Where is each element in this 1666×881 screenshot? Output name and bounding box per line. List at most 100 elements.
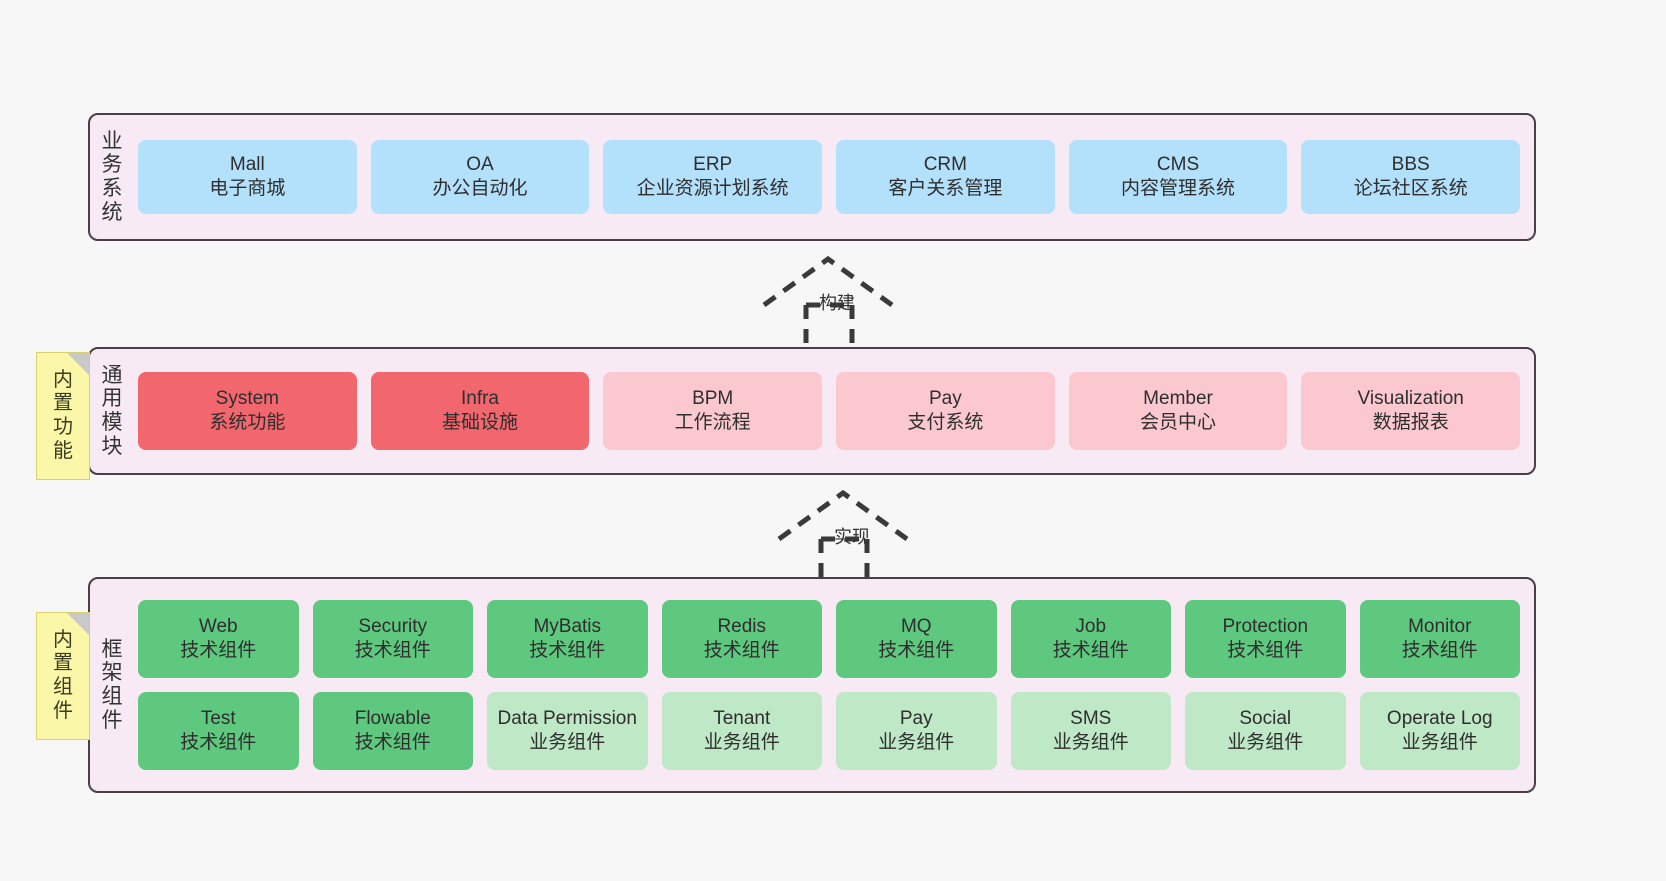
card-social[interactable]: Social 业务组件 bbox=[1185, 692, 1346, 770]
card-mq[interactable]: MQ 技术组件 bbox=[836, 600, 997, 678]
card-protection-sub: 技术组件 bbox=[1227, 640, 1304, 661]
modules-card-row: System 系统功能 Infra 基础设施 BPM 工作流程 Pay 支付系统… bbox=[138, 372, 1521, 450]
layer-framework-label: 框 架 组 件 bbox=[90, 579, 134, 791]
card-pay-module[interactable]: Pay 支付系统 bbox=[836, 372, 1055, 450]
card-cms-title: CMS bbox=[1156, 153, 1200, 175]
layer-modules-label-ch-2: 用 bbox=[101, 387, 123, 411]
layer-framework-label-ch-4: 件 bbox=[101, 708, 123, 732]
card-mybatis[interactable]: MyBatis 技术组件 bbox=[487, 600, 648, 678]
card-data-permission[interactable]: Data Permission 业务组件 bbox=[487, 692, 648, 770]
card-bbs[interactable]: BBS 论坛社区系统 bbox=[1301, 140, 1521, 214]
card-operate-log-title: Operate Log bbox=[1386, 707, 1493, 729]
card-infra-title: Infra bbox=[460, 387, 500, 409]
card-security-title: Security bbox=[358, 615, 428, 637]
layer-business-label: 业 务 系 统 bbox=[90, 115, 134, 239]
card-mq-sub: 技术组件 bbox=[878, 640, 955, 661]
card-system[interactable]: System 系统功能 bbox=[138, 372, 357, 450]
card-tenant-sub: 业务组件 bbox=[703, 732, 780, 753]
card-flowable-title: Flowable bbox=[354, 707, 431, 729]
layer-modules-label-ch-4: 块 bbox=[101, 434, 123, 458]
card-mq-title: MQ bbox=[900, 615, 932, 637]
card-monitor-sub: 技术组件 bbox=[1401, 640, 1478, 661]
card-bbs-sub: 论坛社区系统 bbox=[1353, 178, 1468, 199]
card-mybatis-title: MyBatis bbox=[533, 615, 602, 637]
framework-card-row-1: Web 技术组件 Security 技术组件 MyBatis 技术组件 Redi… bbox=[138, 600, 1520, 678]
card-erp[interactable]: ERP 企业资源计划系统 bbox=[603, 140, 823, 214]
layer-modules-label-ch-3: 模 bbox=[101, 411, 123, 434]
card-redis-title: Redis bbox=[717, 615, 767, 637]
card-web-title: Web bbox=[198, 615, 238, 637]
card-sms-sub: 业务组件 bbox=[1052, 732, 1129, 753]
card-test-sub: 技术组件 bbox=[180, 732, 257, 753]
card-security-sub: 技术组件 bbox=[354, 640, 431, 661]
card-cms[interactable]: CMS 内容管理系统 bbox=[1068, 140, 1288, 214]
card-job-sub: 技术组件 bbox=[1052, 640, 1129, 661]
card-protection[interactable]: Protection 技术组件 bbox=[1185, 600, 1346, 678]
note-functions-ch-4: 能 bbox=[53, 439, 73, 462]
card-erp-sub: 企业资源计划系统 bbox=[636, 178, 789, 199]
note-fold-icon bbox=[67, 613, 89, 635]
card-security[interactable]: Security 技术组件 bbox=[312, 600, 473, 678]
card-visualization[interactable]: Visualization 数据报表 bbox=[1301, 372, 1521, 450]
card-tenant-title: Tenant bbox=[713, 707, 771, 729]
card-oa-sub: 办公自动化 bbox=[432, 178, 528, 199]
card-test[interactable]: Test 技术组件 bbox=[138, 692, 299, 770]
layer-modules-body: System 系统功能 Infra 基础设施 BPM 工作流程 Pay 支付系统… bbox=[134, 349, 1534, 473]
framework-card-row-2: Test 技术组件 Flowable 技术组件 Data Permission … bbox=[138, 692, 1520, 770]
layer-business-label-ch-1: 业 bbox=[101, 129, 123, 153]
note-components-ch-4: 件 bbox=[53, 699, 73, 722]
note-built-in-functions: 内 置 功 能 bbox=[36, 352, 90, 480]
card-pay-component-sub: 业务组件 bbox=[878, 732, 955, 753]
card-flowable[interactable]: Flowable 技术组件 bbox=[312, 692, 473, 770]
note-functions-ch-3: 功 bbox=[53, 416, 73, 438]
card-redis[interactable]: Redis 技术组件 bbox=[661, 600, 822, 678]
note-components-ch-2: 置 bbox=[53, 652, 73, 675]
note-components-ch-3: 组 bbox=[53, 676, 73, 698]
layer-framework-label-ch-1: 框 bbox=[101, 637, 123, 661]
card-pay-module-sub: 支付系统 bbox=[907, 412, 984, 433]
card-system-title: System bbox=[215, 387, 280, 409]
card-monitor[interactable]: Monitor 技术组件 bbox=[1359, 600, 1520, 678]
card-erp-title: ERP bbox=[693, 153, 733, 175]
layer-modules-label-ch-1: 通 bbox=[101, 363, 123, 387]
arrow-build: 构建 bbox=[760, 253, 920, 351]
card-tenant[interactable]: Tenant 业务组件 bbox=[661, 692, 822, 770]
card-bpm-sub: 工作流程 bbox=[674, 412, 751, 433]
card-member[interactable]: Member 会员中心 bbox=[1068, 372, 1288, 450]
card-mall[interactable]: Mall 电子商城 bbox=[138, 140, 357, 214]
layer-framework-body: Web 技术组件 Security 技术组件 MyBatis 技术组件 Redi… bbox=[134, 579, 1534, 791]
card-bpm[interactable]: BPM 工作流程 bbox=[603, 372, 823, 450]
arrow-implement: 实现 bbox=[775, 487, 935, 585]
card-pay-component[interactable]: Pay 业务组件 bbox=[836, 692, 997, 770]
layer-business-label-ch-4: 统 bbox=[101, 200, 123, 224]
layer-business-systems: 业 务 系 统 Mall 电子商城 OA 办公自动化 ERP 企业资源计划系统 bbox=[88, 113, 1536, 241]
note-fold-icon bbox=[67, 353, 89, 375]
card-oa[interactable]: OA 办公自动化 bbox=[370, 140, 590, 214]
card-job-title: Job bbox=[1075, 615, 1107, 637]
layer-framework-components: 框 架 组 件 Web 技术组件 Security 技术组件 MyBatis 技… bbox=[88, 577, 1536, 793]
card-mall-title: Mall bbox=[229, 153, 265, 175]
layer-framework-label-ch-2: 架 bbox=[101, 661, 123, 685]
card-data-permission-sub: 业务组件 bbox=[529, 732, 606, 753]
arrow-build-glyph bbox=[762, 255, 894, 349]
layer-common-modules: 通 用 模 块 System 系统功能 Infra 基础设施 BPM 工作流程 bbox=[88, 347, 1536, 475]
card-member-title: Member bbox=[1143, 387, 1213, 409]
card-cms-sub: 内容管理系统 bbox=[1121, 178, 1236, 199]
card-job[interactable]: Job 技术组件 bbox=[1010, 600, 1171, 678]
card-sms[interactable]: SMS 业务组件 bbox=[1010, 692, 1171, 770]
card-crm-sub: 客户关系管理 bbox=[888, 178, 1003, 199]
arrow-implement-glyph bbox=[777, 489, 909, 583]
card-redis-sub: 技术组件 bbox=[703, 640, 780, 661]
card-member-sub: 会员中心 bbox=[1140, 412, 1217, 433]
layer-business-label-ch-2: 务 bbox=[101, 153, 123, 177]
card-crm[interactable]: CRM 客户关系管理 bbox=[836, 140, 1055, 214]
card-operate-log[interactable]: Operate Log 业务组件 bbox=[1359, 692, 1520, 770]
card-infra[interactable]: Infra 基础设施 bbox=[370, 372, 590, 450]
card-monitor-title: Monitor bbox=[1408, 615, 1472, 637]
card-visualization-title: Visualization bbox=[1357, 387, 1464, 409]
card-sms-title: SMS bbox=[1070, 707, 1112, 729]
card-web[interactable]: Web 技术组件 bbox=[138, 600, 299, 678]
card-social-sub: 业务组件 bbox=[1227, 732, 1304, 753]
card-oa-title: OA bbox=[466, 153, 494, 175]
